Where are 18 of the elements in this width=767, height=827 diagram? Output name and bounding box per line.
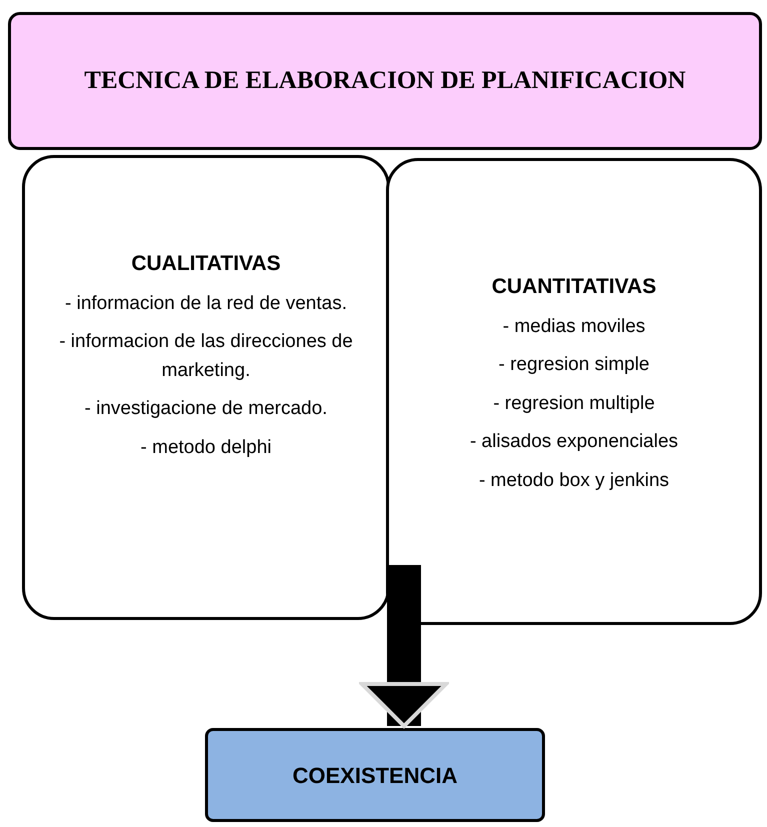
- heading: TECNICA DE ELABORACION DE PLANIFICACION: [83, 67, 687, 95]
- list-item: - regresion simple: [498, 353, 650, 377]
- arrow: [360, 565, 448, 728]
- list-item: - metodo box y jenkins: [478, 468, 670, 492]
- text-box: [8, 12, 762, 150]
- heading: CUALITATIVAS: [130, 251, 282, 277]
- list-item: - regresion multiple: [492, 392, 656, 416]
- list-item: - investigacione de mercado.: [84, 397, 328, 421]
- heading: COEXISTENCIA: [291, 762, 459, 790]
- list-item: - informacion de la red de ventas.: [64, 292, 348, 316]
- list-item: - informacion de las direcciones de marketing.: [58, 330, 354, 382]
- text-box: [386, 158, 762, 625]
- list-item: - medias moviles: [502, 314, 646, 338]
- text-box: [205, 728, 545, 822]
- list-item: - alisados exponenciales: [468, 430, 680, 454]
- text-box: [22, 155, 390, 620]
- list-item: - metodo delphi: [140, 436, 272, 460]
- heading: CUANTITATIVAS: [490, 274, 658, 300]
